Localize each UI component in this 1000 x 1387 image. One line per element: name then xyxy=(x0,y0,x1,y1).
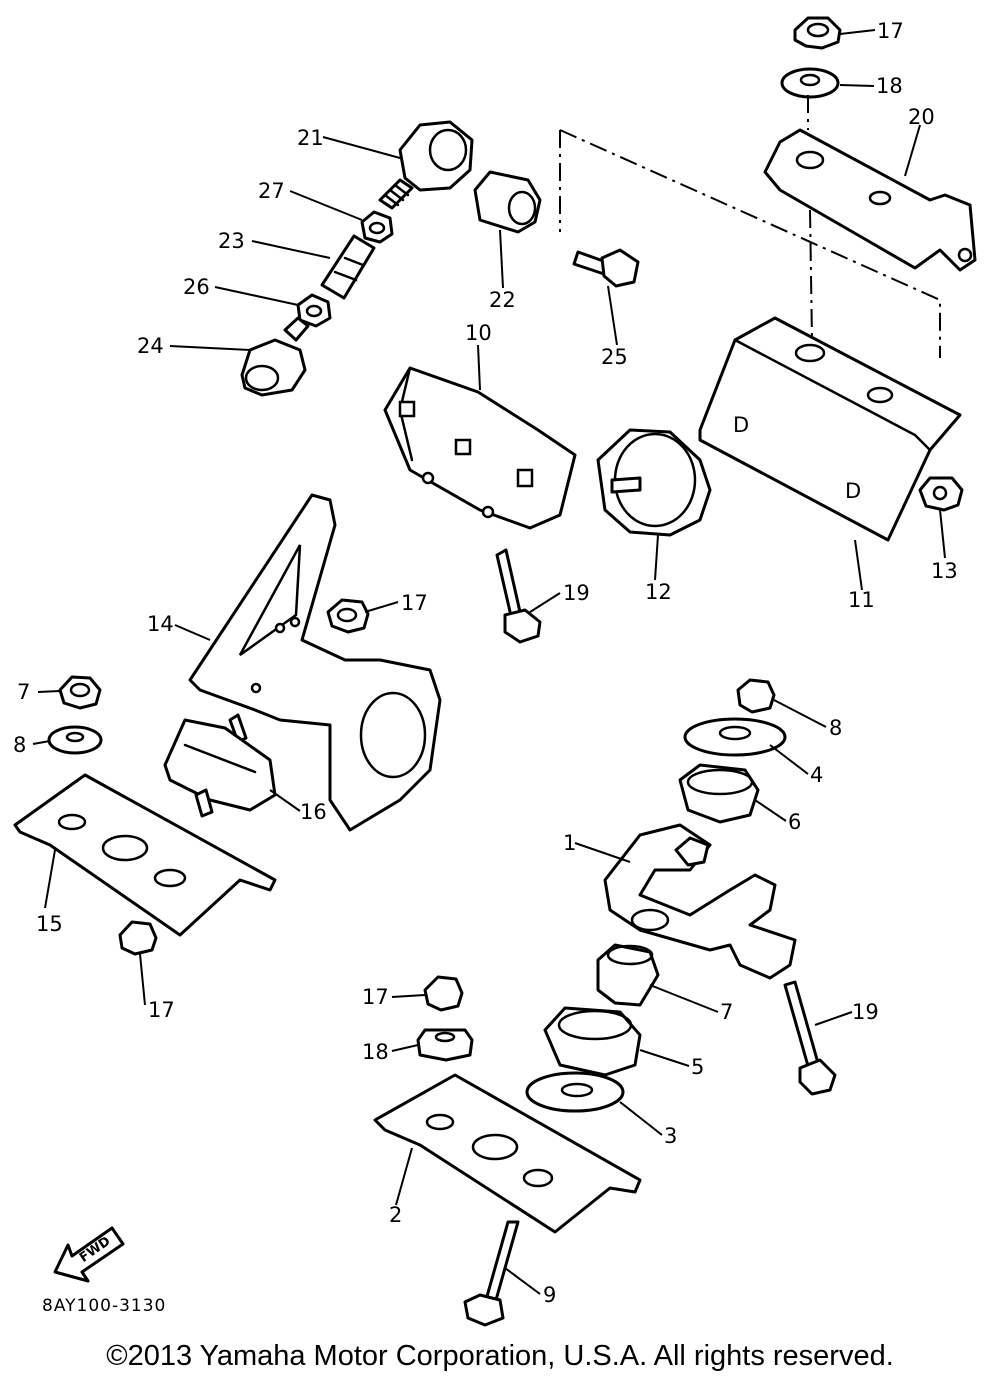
callout-11: 11 xyxy=(848,588,875,612)
callout-18: 18 xyxy=(876,74,903,98)
diagram-ref-code: 8AY100-3130 xyxy=(42,1296,167,1316)
callout-26: 26 xyxy=(183,275,210,299)
callout-10: 10 xyxy=(465,321,492,345)
part-23-rod xyxy=(320,234,376,300)
part-8-nut-right xyxy=(736,678,776,714)
part-17-nut-lower-left xyxy=(118,920,158,956)
part-21-rod-end xyxy=(378,120,474,210)
svg-text:D: D xyxy=(845,479,861,503)
callout-labels: 17 18 20 21 27 23 26 24 22 25 10 11 13 1… xyxy=(13,19,958,1307)
callout-13: 13 xyxy=(931,559,958,583)
part-19-bolt-right xyxy=(783,980,837,1096)
part-12-mount xyxy=(596,428,712,537)
part-10-bracket xyxy=(383,366,577,530)
callout-19: 19 xyxy=(852,1000,879,1024)
part-26-nut xyxy=(296,293,332,328)
part-20-bracket xyxy=(763,128,977,272)
part-17-nut-mid xyxy=(326,598,370,634)
part-1-bracket xyxy=(603,823,797,980)
part-15-plate xyxy=(13,773,277,937)
callout-5: 5 xyxy=(691,1055,704,1079)
part-6-spacer xyxy=(678,763,760,824)
part-3-washer xyxy=(525,1071,625,1113)
part-7-collar-right xyxy=(596,943,660,1007)
callout-14: 14 xyxy=(147,612,174,636)
part-11-cover: D D xyxy=(698,316,962,542)
part-5-spacer xyxy=(543,1006,642,1077)
part-4-washer xyxy=(683,717,787,757)
callout-4: 4 xyxy=(810,763,823,787)
callout-9: 9 xyxy=(543,1283,556,1307)
part-27-nut xyxy=(360,210,394,244)
part-18-washer-top xyxy=(780,67,840,99)
callout-17: 17 xyxy=(401,591,428,615)
part-19-bolt-upper xyxy=(495,548,542,644)
callout-17: 17 xyxy=(362,985,389,1009)
callout-20: 20 xyxy=(908,105,935,129)
part-8-washer-left xyxy=(47,725,103,755)
callout-6: 6 xyxy=(788,810,801,834)
part-17-nut-lower xyxy=(423,975,464,1012)
copyright-notice: ©2013 Yamaha Motor Corporation, U.S.A. A… xyxy=(106,1340,894,1372)
callout-7: 7 xyxy=(720,1000,733,1024)
leader-lines xyxy=(32,29,946,1295)
part-9-bolt xyxy=(463,1220,520,1327)
part-16-mount xyxy=(163,713,277,818)
callout-18: 18 xyxy=(362,1040,389,1064)
part-2-plate xyxy=(373,1073,642,1234)
part-25-bolt xyxy=(572,248,640,288)
callout-1: 1 xyxy=(563,831,576,855)
callout-24: 24 xyxy=(137,334,164,358)
part-7-nut-left xyxy=(58,675,102,710)
callout-23: 23 xyxy=(218,229,245,253)
callout-7: 7 xyxy=(17,680,30,704)
callout-16: 16 xyxy=(300,800,327,824)
callout-17: 17 xyxy=(148,998,175,1022)
callout-8: 8 xyxy=(13,733,26,757)
part-13-bolt xyxy=(918,476,964,512)
svg-text:D: D xyxy=(733,413,749,437)
fwd-arrow-icon: FWD xyxy=(53,1226,125,1283)
part-17-nut-top xyxy=(793,16,842,50)
callout-22: 22 xyxy=(489,288,516,312)
callout-19: 19 xyxy=(563,581,590,605)
callout-27: 27 xyxy=(258,179,285,203)
callout-2: 2 xyxy=(389,1203,402,1227)
callout-17: 17 xyxy=(877,19,904,43)
callout-8: 8 xyxy=(829,716,842,740)
part-18-washer-lower xyxy=(416,1028,474,1062)
callout-3: 3 xyxy=(664,1124,677,1148)
callout-25: 25 xyxy=(601,345,628,369)
part-24-ball-stud xyxy=(240,316,310,397)
callout-12: 12 xyxy=(645,580,672,604)
callout-15: 15 xyxy=(36,912,63,936)
part-14-bracket xyxy=(188,493,442,832)
part-22-bushing xyxy=(473,170,542,234)
callout-21: 21 xyxy=(297,126,324,150)
